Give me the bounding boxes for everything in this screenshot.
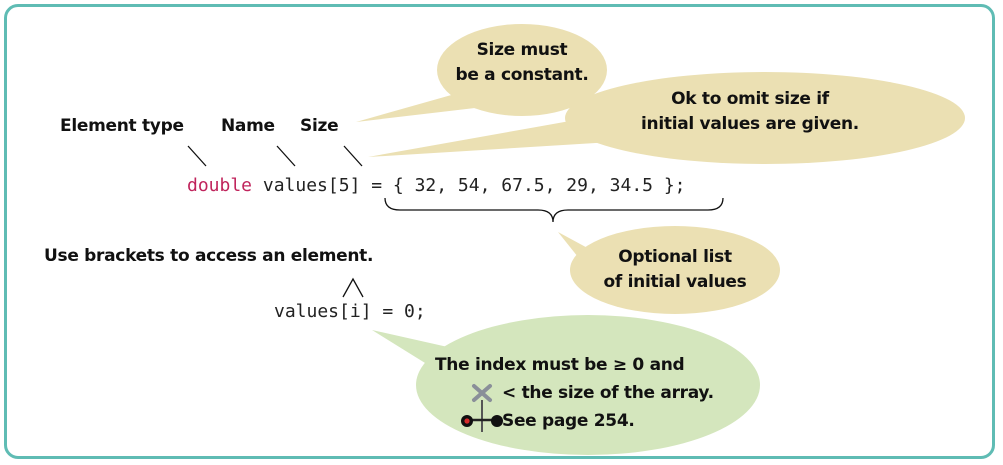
constant-callout-line2: be a constant. xyxy=(455,65,589,85)
constant-callout-line1: Size must xyxy=(476,40,568,60)
element-type-label: Element type xyxy=(60,116,184,136)
omit-bubble-tail xyxy=(368,116,612,157)
optional-callout-line2: of initial values xyxy=(603,272,747,292)
size-label: Size xyxy=(300,116,339,136)
constant-bubble xyxy=(356,92,475,122)
optional-callout-text: Optional list of initial values xyxy=(590,245,760,295)
index-callout-line3: See page 254. xyxy=(502,411,635,431)
railroad-crossing-icon xyxy=(461,384,503,432)
omit-bubble-body xyxy=(565,72,965,164)
double-keyword: double xyxy=(187,175,253,196)
access-label: Use brackets to access an element. xyxy=(44,246,374,266)
omit-callout-line2: initial values are given. xyxy=(641,114,859,134)
index-callout-line1: The index must be ≥ 0 and xyxy=(435,355,685,375)
constant-bubble-body xyxy=(437,24,607,116)
index-callout-line2: < the size of the array. xyxy=(502,383,714,403)
optional-bubble-body xyxy=(570,226,780,314)
omit-callout-text: Ok to omit size if initial values are gi… xyxy=(620,87,880,137)
array-declaration: double values[5] = { 32, 54, 67.5, 29, 3… xyxy=(187,175,686,196)
name-label: Name xyxy=(221,116,275,136)
declaration-rest: values[5] = { 32, 54, 67.5, 29, 34.5 }; xyxy=(252,175,686,196)
constant-callout-text: Size must be a constant. xyxy=(442,38,602,88)
omit-callout-line1: Ok to omit size if xyxy=(671,89,829,109)
size-pointer xyxy=(343,145,363,167)
element-assignment: values[i] = 0; xyxy=(274,301,426,322)
index-caret xyxy=(342,277,364,298)
element-type-pointer xyxy=(187,145,207,167)
optional-callout-line1: Optional list xyxy=(618,247,732,267)
name-pointer xyxy=(276,145,296,167)
initial-values-brace xyxy=(384,197,724,223)
